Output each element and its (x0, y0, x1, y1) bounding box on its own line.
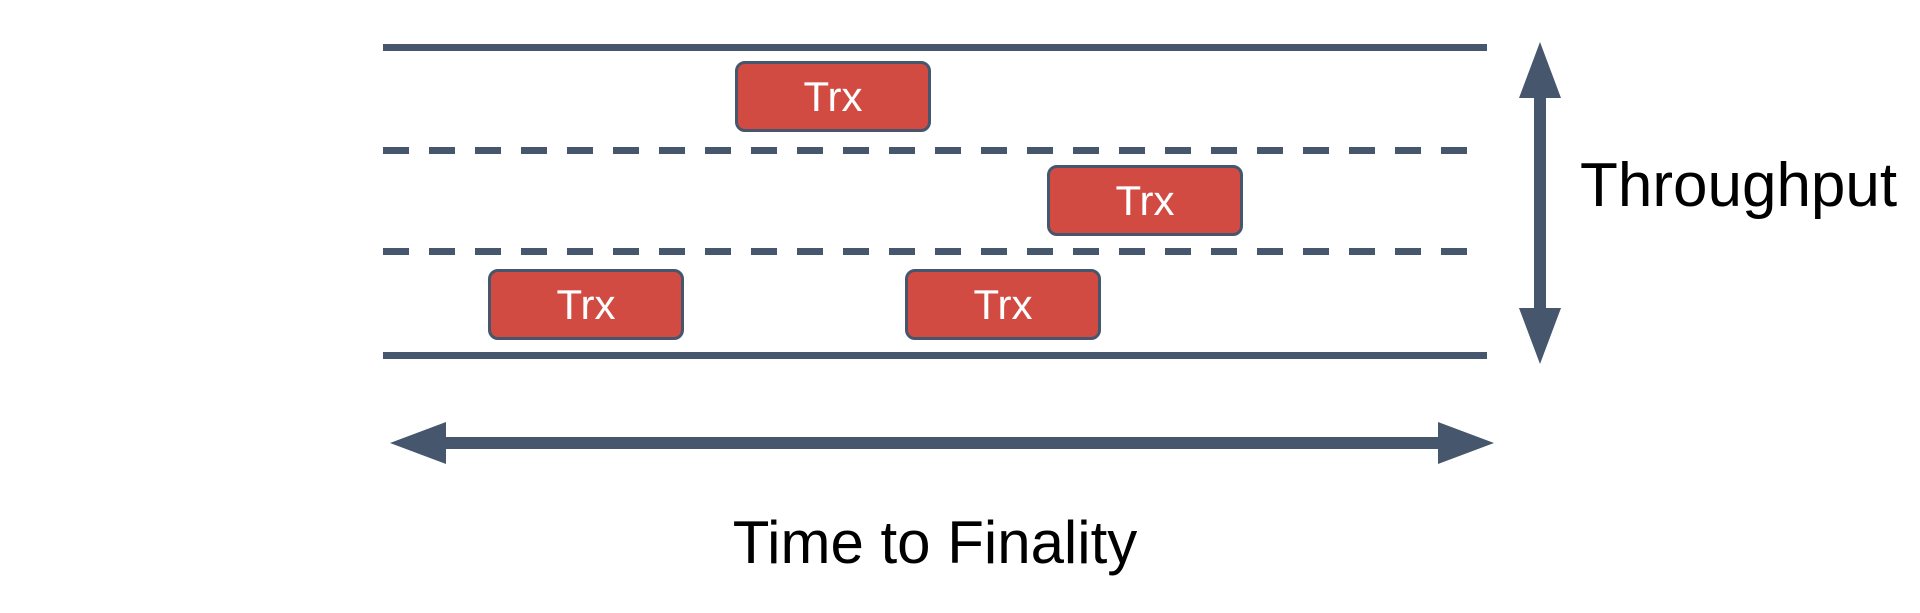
lane-top-border-line (383, 44, 1487, 51)
throughput-axis-label: Throughput (1580, 150, 1898, 220)
lane-bottom-border-line (383, 352, 1487, 359)
trx-box-top-lane: Trx (735, 61, 931, 132)
trx-box-middle-lane: Trx (1047, 165, 1243, 236)
trx-box-label: Trx (803, 72, 863, 120)
trx-box-label: Trx (1115, 176, 1175, 224)
time-to-finality-double-arrow-icon (390, 422, 1494, 464)
lane-separator-line-2 (383, 248, 1487, 255)
throughput-double-arrow-icon (1519, 42, 1561, 364)
lane-separator-line-1 (383, 147, 1487, 154)
trx-box-bottom-lane-left: Trx (488, 269, 684, 340)
trx-box-label: Trx (556, 280, 616, 328)
trx-box-label: Trx (973, 280, 1033, 328)
trx-box-bottom-lane-right: Trx (905, 269, 1101, 340)
time-to-finality-axis-label: Time to Finality (732, 509, 1138, 576)
